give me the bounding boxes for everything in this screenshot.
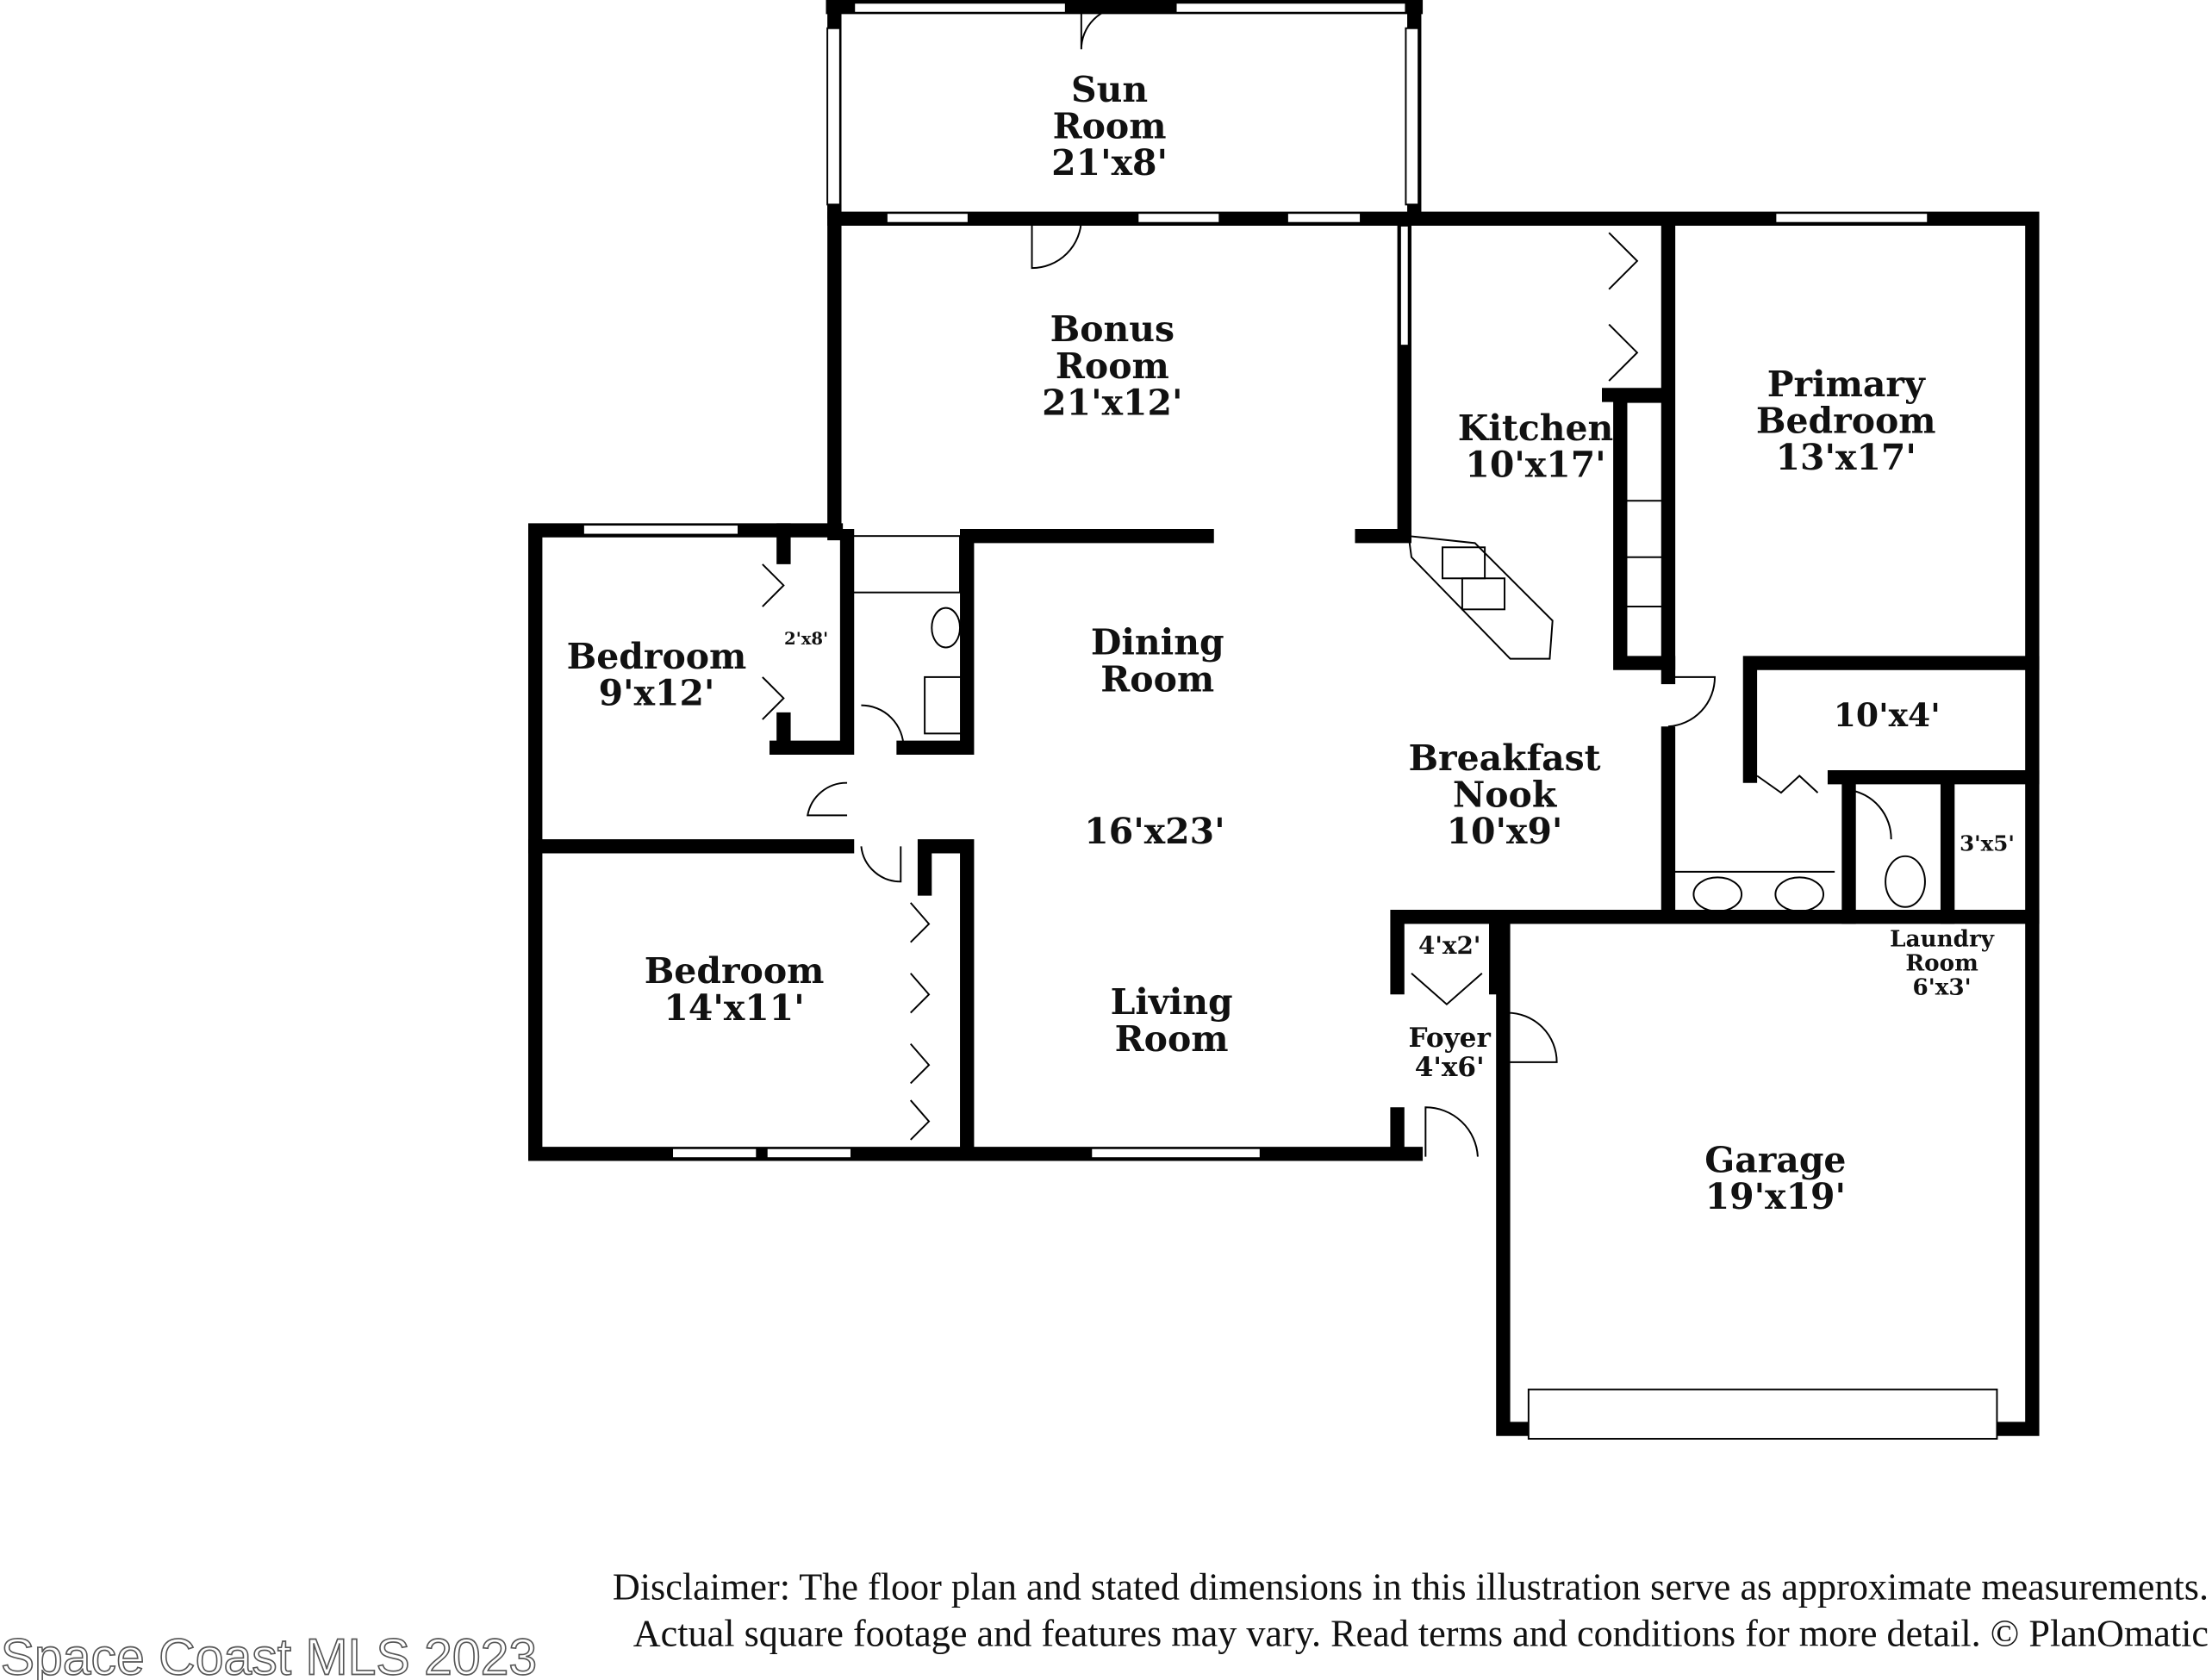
wc-dims: 3'x5' <box>1960 831 2015 856</box>
breakfast-nook-label: Nook <box>1453 775 1558 816</box>
bonus-room-dims: 21'x12' <box>1042 382 1182 423</box>
primary-bedroom-label: Primary <box>1767 364 1926 405</box>
laundry-room-dims: 6'x3' <box>1913 974 1972 1000</box>
sun-room-label: Room <box>1053 105 1167 146</box>
foyer-closet-dims: 4'x2' <box>1418 931 1480 960</box>
sun-room-dims: 21'x8' <box>1051 142 1168 184</box>
sun-room-label: Sun <box>1071 69 1148 110</box>
dining-room-label: Room <box>1100 658 1214 700</box>
watermark: Space Coast MLS 2023 <box>1 1629 538 1680</box>
closet-dims: 2'x8' <box>784 629 828 649</box>
kitchen-dims: 10'x17' <box>1465 444 1605 485</box>
laundry-room-label: Room <box>1905 949 1978 976</box>
living-room-label: Living <box>1111 981 1233 1023</box>
bonus-room-label: Room <box>1056 345 1169 387</box>
bedroom-label: Bedroom <box>567 636 747 677</box>
garage-label: Garage <box>1704 1140 1846 1181</box>
bonus-room-label: Bonus <box>1050 308 1175 350</box>
living-dining-dims: 16'x23' <box>1084 811 1224 852</box>
foyer-dims: 4'x6' <box>1415 1052 1485 1083</box>
breakfast-nook-dims: 10'x9' <box>1447 811 1563 852</box>
bedroom-label: Bedroom <box>645 950 825 992</box>
dining-room-label: Dining <box>1091 622 1224 663</box>
doors-fixtures <box>762 6 1926 1157</box>
breakfast-nook-label: Breakfast <box>1408 737 1600 779</box>
windows <box>582 2 1998 1440</box>
living-room-label: Room <box>1115 1018 1229 1060</box>
primary-bedroom-dims: 13'x17' <box>1776 437 1916 478</box>
bedroom-dims: 9'x12' <box>599 673 715 714</box>
bedroom-dims: 14'x11' <box>664 987 804 1029</box>
primary-closet-dims: 10'x4' <box>1834 696 1941 734</box>
room-labels: Sun Room 21'x8' Bonus Room 21'x12' Kitch… <box>567 69 2015 1217</box>
primary-bedroom-label: Bedroom <box>1756 401 1936 442</box>
garage-dims: 19'x19' <box>1705 1176 1846 1217</box>
disclaimer-line-1: Disclaimer: The floor plan and stated di… <box>613 1566 2209 1608</box>
disclaimer-line-2: Actual square footage and features may v… <box>633 1613 2209 1655</box>
kitchen-label: Kitchen <box>1458 408 1613 449</box>
laundry-room-label: Laundry <box>1890 926 1995 953</box>
walls <box>528 0 2040 1436</box>
foyer-label: Foyer <box>1408 1023 1491 1054</box>
